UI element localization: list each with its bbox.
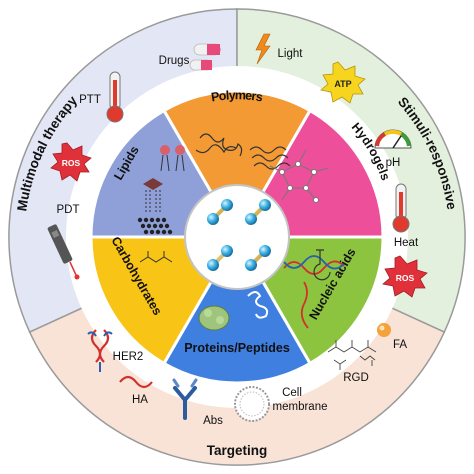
cell-membrane-icon — [234, 386, 270, 422]
item-ha: HA — [132, 394, 148, 406]
capsule-pills-icon — [189, 43, 221, 71]
atp-label: ATP — [334, 79, 351, 89]
lightning-icon — [255, 33, 271, 65]
ph-gauge-icon — [374, 129, 412, 149]
folate-sphere-icon — [377, 323, 391, 337]
label-polymers: Polymers — [210, 88, 264, 104]
targeting-title: Targeting — [207, 443, 268, 458]
item-drugs: Drugs — [159, 55, 190, 67]
ros-starburst-icon — [50, 142, 92, 182]
item-heat: Heat — [394, 237, 419, 249]
antibody-icon — [172, 378, 198, 420]
hydrogel-network-icon — [269, 149, 329, 203]
item-ptt: PTT — [79, 94, 101, 106]
dna-nanocube-icon — [184, 184, 290, 290]
item-abs: Abs — [203, 415, 223, 427]
item-pdt: PDT — [57, 204, 80, 216]
ros-label-right: ROS — [396, 273, 415, 283]
segment-polymers — [161, 89, 313, 240]
ha-chain-icon — [119, 375, 153, 389]
heat-thermometer-icon — [392, 183, 410, 233]
item-light: Light — [278, 48, 304, 60]
polymer-chains-icon — [195, 133, 291, 170]
label-proteins-peptides: Proteins/Peptides — [184, 341, 290, 355]
carbohydrate-molecule-icon — [137, 217, 173, 263]
segment-proteins-peptides — [161, 234, 313, 385]
her2-receptor-icon — [87, 329, 113, 372]
item-fa: FA — [393, 339, 407, 351]
item-membrane: membrane — [273, 401, 328, 413]
dna-helix-icon — [283, 249, 345, 329]
item-ph: pH — [386, 157, 401, 169]
ros-label-left: ROS — [62, 158, 81, 168]
item-cell: Cell — [282, 387, 302, 399]
laser-pointer-icon — [47, 224, 80, 280]
rgd-molecule-icon — [327, 340, 377, 370]
inner-pie — [89, 89, 385, 385]
item-rgd: RGD — [343, 372, 369, 384]
ros-starburst-icon-right — [382, 255, 428, 298]
item-her2: HER2 — [113, 351, 144, 363]
protein-structure-icon — [198, 291, 269, 331]
thermometer-icon — [106, 71, 124, 123]
lipid-molecule-icon — [143, 145, 185, 212]
atp-starburst-icon — [320, 61, 366, 104]
